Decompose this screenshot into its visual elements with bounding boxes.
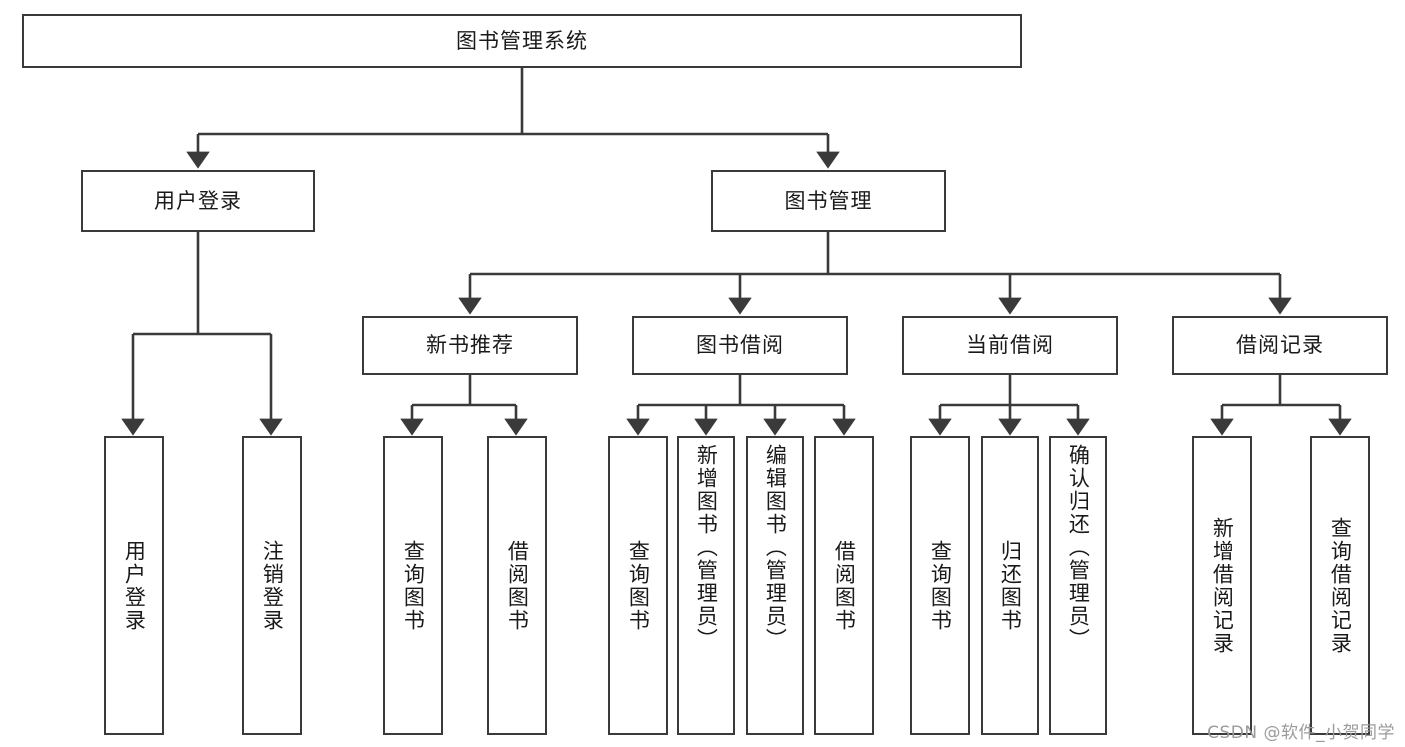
leaf-borrow-book-new[interactable]: 借阅图书 [487,436,547,735]
node-label: 图书借阅 [696,333,784,358]
leaf-query-book-borrow[interactable]: 查询图书 [608,436,668,735]
node-label: 借阅图书 [505,539,530,632]
node-label: 查询图书 [401,539,426,632]
leaf-confirm-return-admin[interactable]: 确认归还（管理员） [1049,436,1107,735]
node-label: 图书管理 [784,188,873,213]
leaf-query-book-new[interactable]: 查询图书 [383,436,443,735]
node-borrowing-record[interactable]: 借阅记录 [1172,316,1388,375]
leaf-query-book-current[interactable]: 查询图书 [910,436,970,735]
node-label: 图书管理系统 [456,28,588,53]
node-label: 新增借阅记录 [1210,516,1235,655]
node-user-login[interactable]: 用户登录 [81,170,315,232]
node-book-borrowing[interactable]: 图书借阅 [632,316,848,375]
node-label: 查询借阅记录 [1328,516,1353,655]
node-root-book-management-system[interactable]: 图书管理系统 [22,14,1022,68]
node-label: 归还图书 [998,539,1023,632]
node-label: 借阅图书 [832,539,857,632]
node-label: 新增图书（管理员） [694,444,719,651]
node-label: 用户登录 [122,539,147,632]
leaf-add-book-admin[interactable]: 新增图书（管理员） [677,436,735,735]
node-label: 借阅记录 [1236,333,1324,358]
node-current-borrowing[interactable]: 当前借阅 [902,316,1118,375]
leaf-query-borrow-record[interactable]: 查询借阅记录 [1310,436,1370,735]
node-book-management[interactable]: 图书管理 [711,170,946,232]
node-label: 编辑图书（管理员） [763,444,788,651]
node-label: 查询图书 [928,539,953,632]
node-label: 确认归还（管理员） [1066,444,1091,651]
node-label: 查询图书 [626,539,651,632]
leaf-borrow-book[interactable]: 借阅图书 [814,436,874,735]
node-label: 用户登录 [154,188,242,213]
node-label: 当前借阅 [966,333,1054,358]
node-label: 注销登录 [260,539,285,632]
node-new-book-recommendation[interactable]: 新书推荐 [362,316,578,375]
leaf-user-login[interactable]: 用户登录 [104,436,164,735]
leaf-return-book[interactable]: 归还图书 [981,436,1039,735]
leaf-add-borrow-record[interactable]: 新增借阅记录 [1192,436,1252,735]
leaf-logout[interactable]: 注销登录 [242,436,302,735]
node-label: 新书推荐 [426,333,514,358]
watermark: CSDN @软件_小贺同学 [1207,723,1395,743]
leaf-edit-book-admin[interactable]: 编辑图书（管理员） [746,436,804,735]
